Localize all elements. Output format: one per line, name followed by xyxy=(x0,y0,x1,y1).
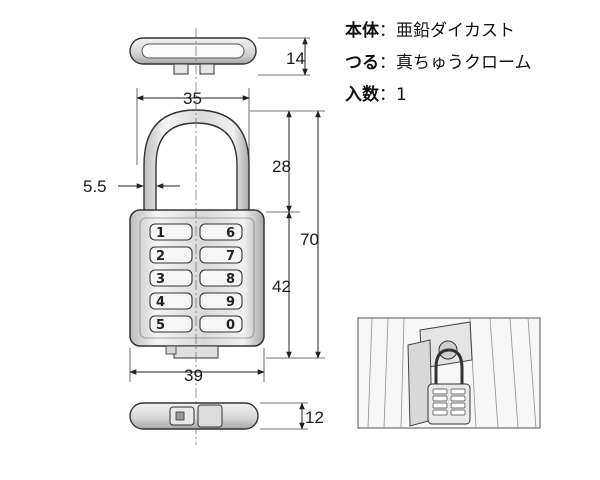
key-label: 5 xyxy=(156,318,165,333)
dim-label-12: 12 xyxy=(305,408,324,427)
key-label: 6 xyxy=(226,226,235,241)
spec-value: 真ちゅうクローム xyxy=(396,53,532,73)
spec-separator: ： xyxy=(379,21,396,41)
dim-label-5-5: 5.5 xyxy=(83,177,107,196)
key-button xyxy=(149,315,193,333)
key-button xyxy=(199,292,243,310)
spec-value: 亜鉛ダイカスト xyxy=(396,21,515,41)
spec-value: 1 xyxy=(396,85,407,105)
spec-label: 本体 xyxy=(345,21,379,41)
key-button xyxy=(149,269,193,287)
dim-label-14: 14 xyxy=(286,49,305,68)
dim-label-70: 70 xyxy=(300,230,319,249)
dimension-shackle-thickness: 5.5 xyxy=(83,177,180,196)
dimension-heights: 28 42 70 xyxy=(250,110,325,359)
lock-body xyxy=(129,209,265,359)
key-label: 7 xyxy=(226,249,235,264)
key-label: 3 xyxy=(156,272,165,287)
bottom-view xyxy=(129,402,259,430)
keypad: 1 2 3 4 5 6 7 8 9 0 xyxy=(149,223,243,333)
spec-separator: ： xyxy=(379,53,396,73)
spec-label: つる xyxy=(345,53,379,73)
spec-quantity: 入数：1 xyxy=(345,84,407,106)
spec-separator: ： xyxy=(379,85,396,105)
key-button xyxy=(149,292,193,310)
key-label: 0 xyxy=(226,318,235,333)
usage-photo xyxy=(357,317,541,429)
key-label: 9 xyxy=(226,295,235,310)
dimension-width: 35 xyxy=(136,88,250,165)
spec-body-material: 本体：亜鉛ダイカスト xyxy=(345,20,515,42)
keypad-left-column: 1 2 3 4 5 xyxy=(149,223,193,333)
keypad-right-column: 6 7 8 9 0 xyxy=(199,223,243,333)
key-label: 2 xyxy=(156,249,165,264)
key-label: 8 xyxy=(226,272,235,287)
top-view xyxy=(129,37,257,75)
spec-shackle-material: つる：真ちゅうクローム xyxy=(345,52,532,74)
dim-label-39: 39 xyxy=(184,366,203,385)
dim-label-28: 28 xyxy=(272,157,291,176)
dimension-body-width: 39 xyxy=(129,348,265,385)
shackle xyxy=(143,109,250,213)
dim-label-42: 42 xyxy=(272,277,291,296)
key-label: 1 xyxy=(156,226,165,241)
key-label: 4 xyxy=(156,295,165,310)
key-button xyxy=(199,246,243,264)
key-button xyxy=(149,246,193,264)
key-button xyxy=(199,223,243,241)
dimension-bottom-height: 12 xyxy=(260,402,324,430)
spec-label: 入数 xyxy=(345,85,379,105)
dim-label-35: 35 xyxy=(183,89,202,108)
key-button xyxy=(149,223,193,241)
key-button xyxy=(199,269,243,287)
key-button xyxy=(199,315,243,333)
dimension-top-height: 14 xyxy=(258,37,310,76)
